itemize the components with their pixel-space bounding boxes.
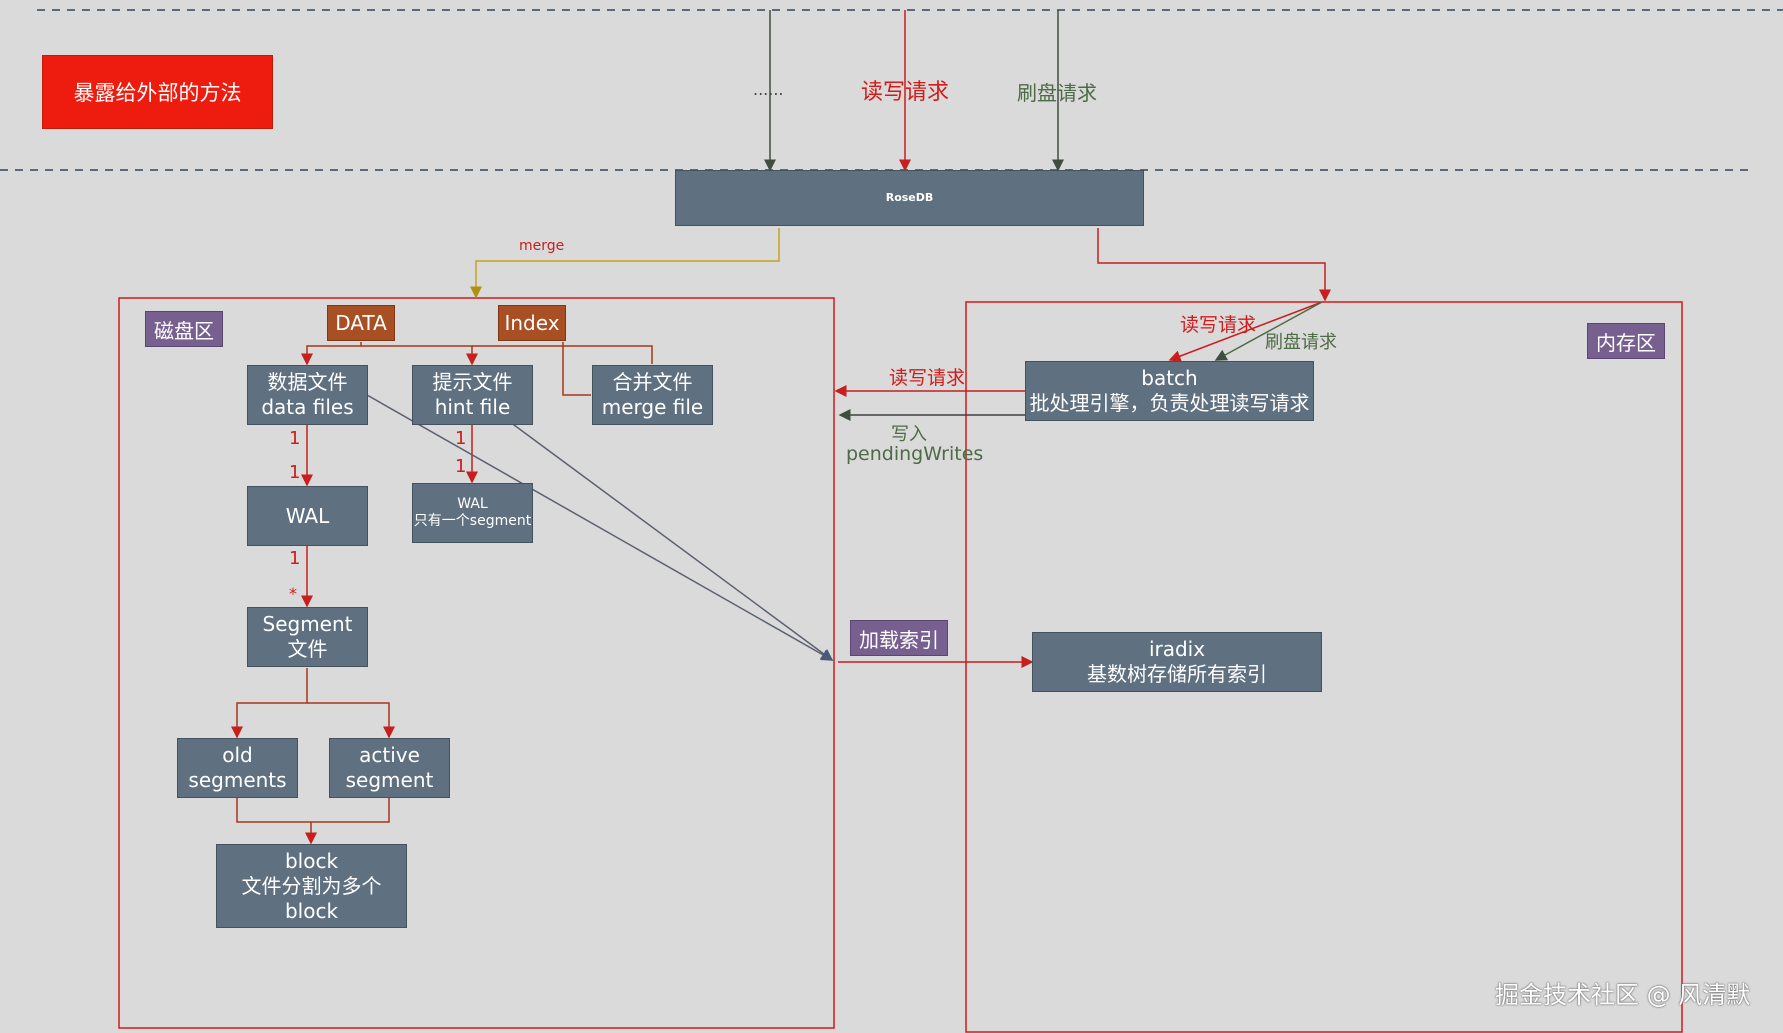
batch-title: batch bbox=[1141, 366, 1198, 390]
memory-flush-edge bbox=[1214, 301, 1323, 361]
load-index-tag: 加载索引 bbox=[850, 620, 948, 656]
active-segment-title: active bbox=[359, 743, 420, 767]
segment-split-edge bbox=[231, 668, 308, 739]
mult-hint-bottom: 1 bbox=[455, 456, 467, 477]
data-to-datafiles-edge bbox=[301, 342, 362, 366]
memory-zone bbox=[965, 301, 1683, 1033]
disk-zone-tag: 磁盘区 bbox=[145, 311, 223, 347]
index-tag: Index bbox=[498, 305, 566, 341]
iradix-node[interactable]: iradix 基数树存储所有索引 bbox=[1032, 632, 1322, 692]
iradix-subtitle: 基数树存储所有索引 bbox=[1087, 662, 1267, 686]
old-segments-title: old bbox=[222, 743, 253, 767]
segment-title: Segment bbox=[262, 612, 353, 636]
batch-subtitle: 批处理引擎，负责处理读写请求 bbox=[1029, 391, 1310, 415]
block-title: block bbox=[284, 848, 339, 873]
block-subtitle: 文件分割为多个block bbox=[241, 873, 382, 923]
batch-read-write-label: 读写请求 bbox=[889, 367, 966, 389]
segments-merge-edge bbox=[236, 798, 390, 823]
segment-subtitle: 文件 bbox=[287, 637, 328, 661]
rosedb-to-memory-edge bbox=[1097, 228, 1331, 302]
flush-request-label: 刷盘请求 bbox=[1017, 81, 1097, 105]
old-segments-subtitle: segments bbox=[188, 768, 287, 792]
data-to-hint-edge bbox=[361, 345, 478, 366]
active-segment-node[interactable]: active segment bbox=[329, 738, 450, 798]
memory-flush-label: 刷盘请求 bbox=[1265, 332, 1337, 353]
segment-node[interactable]: Segment 文件 bbox=[247, 607, 368, 667]
data-files-node[interactable]: 数据文件 data files bbox=[247, 365, 368, 425]
hint-load-edge bbox=[509, 421, 834, 661]
mult-wal-bottom: * bbox=[289, 584, 297, 603]
read-write-request-label: 读写请求 bbox=[861, 80, 950, 105]
segment-split-edge-right bbox=[307, 702, 395, 739]
memory-read-write-edge bbox=[1168, 301, 1323, 362]
mult-data-top: 1 bbox=[289, 428, 301, 449]
data-files-title: 数据文件 bbox=[267, 370, 348, 394]
load-index-text: 加载索引 bbox=[859, 627, 939, 652]
exposed-methods-box: 暴露给外部的方法 bbox=[42, 55, 273, 129]
memory-zone-tag-text: 内存区 bbox=[1596, 330, 1656, 355]
block-node[interactable]: block 文件分割为多个block bbox=[216, 844, 407, 928]
wal-label: WAL bbox=[285, 503, 330, 528]
disk-zone-tag-text: 磁盘区 bbox=[154, 318, 214, 343]
watermark: 掘金技术社区 @ 风清默 bbox=[1495, 981, 1751, 1009]
index-to-merge-edge bbox=[562, 342, 591, 396]
iradix-title: iradix bbox=[1148, 637, 1206, 661]
hint-wal-subtitle: 只有一个segment bbox=[413, 513, 532, 529]
wal-node[interactable]: WAL bbox=[247, 486, 368, 546]
merge-file-title: 合并文件 bbox=[612, 370, 693, 394]
active-segment-subtitle: segment bbox=[345, 768, 434, 792]
hint-file-title: 提示文件 bbox=[432, 370, 513, 394]
index-tag-text: Index bbox=[504, 311, 560, 335]
merge-edge bbox=[470, 228, 780, 299]
mult-hint-top: 1 bbox=[455, 428, 467, 449]
write-in-label: 写入 bbox=[891, 424, 927, 445]
data-tag: DATA bbox=[327, 305, 395, 341]
merge-file-node[interactable]: 合并文件 merge file bbox=[592, 365, 713, 425]
old-segments-node[interactable]: old segments bbox=[177, 738, 298, 798]
memory-read-write-label: 读写请求 bbox=[1180, 314, 1257, 336]
mult-wal-top: 1 bbox=[289, 548, 301, 569]
data-tag-text: DATA bbox=[335, 311, 387, 335]
batch-node[interactable]: batch 批处理引擎，负责处理读写请求 bbox=[1025, 361, 1314, 421]
mult-data-bottom: 1 bbox=[289, 462, 301, 483]
hint-file-node[interactable]: 提示文件 hint file bbox=[412, 365, 533, 425]
merge-file-subtitle: merge file bbox=[601, 395, 704, 419]
exposed-methods-text: 暴露给外部的方法 bbox=[73, 81, 242, 105]
merge-label: merge bbox=[519, 238, 565, 254]
rosedb-node[interactable]: RoseDB bbox=[675, 170, 1144, 226]
hint-wal-title: WAL bbox=[457, 495, 488, 512]
data-to-merge-edge bbox=[472, 345, 653, 364]
datafiles-load-edge bbox=[366, 394, 834, 661]
pending-writes-label: pendingWrites bbox=[846, 443, 984, 465]
data-files-subtitle: data files bbox=[261, 395, 354, 419]
hint-file-subtitle: hint file bbox=[434, 395, 511, 419]
dots-label: ...... bbox=[753, 80, 784, 99]
hint-wal-node[interactable]: WAL 只有一个segment bbox=[412, 483, 533, 543]
memory-zone-tag: 内存区 bbox=[1587, 323, 1665, 359]
rosedb-label: RoseDB bbox=[885, 191, 934, 205]
